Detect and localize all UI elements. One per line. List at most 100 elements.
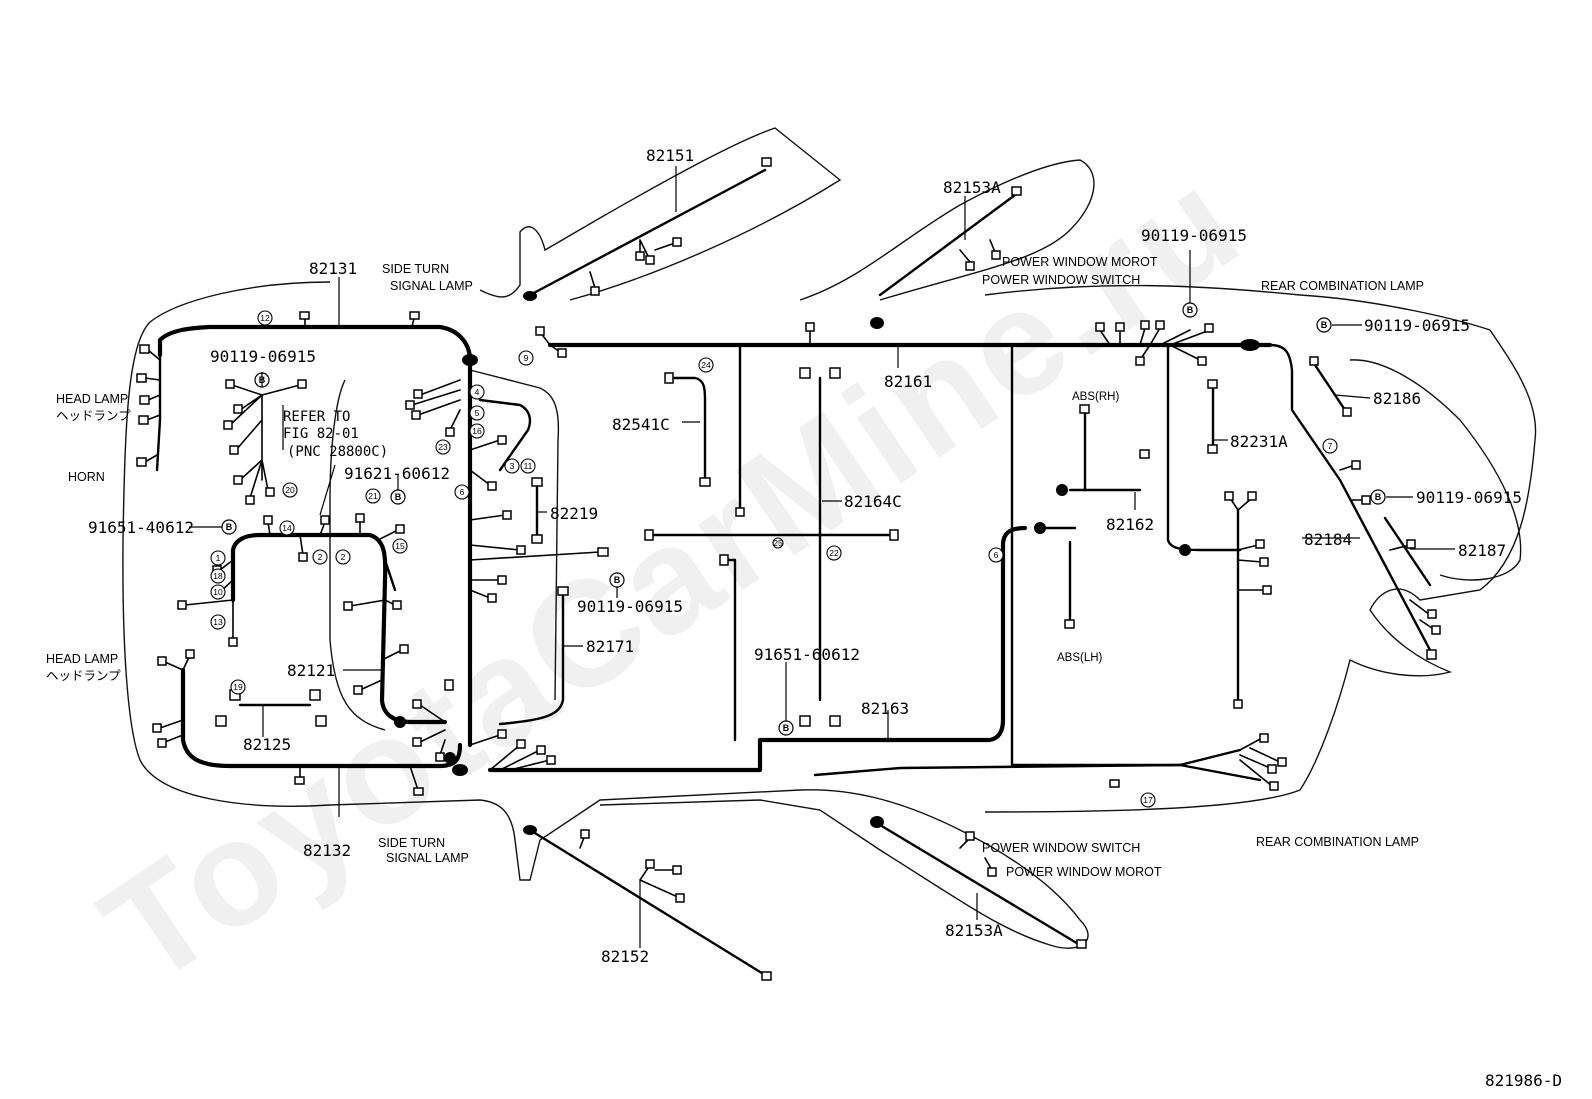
bolt-marker: B [390, 489, 406, 505]
vehicle-body-outline [122, 127, 1537, 949]
callout-17: 17 [1140, 792, 1156, 808]
callout-5: 5 [469, 405, 485, 421]
callout-18: 18 [210, 568, 226, 584]
part-82541c: 82541C [612, 415, 670, 434]
svg-text:SIGNAL LAMP: SIGNAL LAMP [390, 279, 473, 293]
svg-text:B: B [1321, 320, 1328, 330]
svg-text:21: 21 [368, 491, 378, 501]
part-82186: 82186 [1373, 389, 1421, 408]
svg-text:REFER TO: REFER TO [283, 409, 350, 425]
svg-text:22: 22 [829, 548, 839, 558]
callout-6b: 6 [988, 547, 1004, 563]
svg-text:ABS(LH): ABS(LH) [1057, 652, 1103, 664]
part-82187: 82187 [1458, 541, 1506, 560]
svg-text:5: 5 [475, 408, 480, 418]
part-82152: 82152 [601, 947, 649, 966]
callout-4: 4 [469, 384, 485, 400]
svg-text:POWER WINDOW SWITCH: POWER WINDOW SWITCH [982, 273, 1140, 287]
callout-7: 7 [1322, 438, 1338, 454]
svg-text:13: 13 [213, 617, 223, 627]
grommets [394, 291, 1260, 835]
connectors [136, 157, 1441, 981]
part-82231a: 82231A [1230, 432, 1288, 451]
part-82153a-bottom: 82153A [945, 921, 1003, 940]
svg-text:HEAD LAMP: HEAD LAMP [56, 392, 128, 406]
svg-text:14: 14 [282, 523, 292, 533]
svg-text:25: 25 [773, 538, 783, 548]
callout-10: 10 [210, 584, 226, 600]
svg-text:B: B [1187, 305, 1194, 315]
bolt-90119-b: 90119-06915 [577, 597, 683, 616]
part-number-labels: 82151 82153A 82131 82161 82541C 82164C 8… [88, 146, 1562, 1090]
svg-text:(PNC 28800C): (PNC 28800C) [287, 444, 388, 460]
bolt-marker: B [1182, 302, 1198, 318]
svg-text:4: 4 [475, 387, 480, 397]
bolt-90119-c: 90119-06915 [1141, 226, 1247, 245]
callout-24: 24 [698, 357, 714, 373]
svg-text:REAR COMBINATION LAMP: REAR COMBINATION LAMP [1256, 835, 1419, 849]
part-82164c: 82164C [844, 492, 902, 511]
svg-text:B: B [226, 522, 233, 532]
svg-text:SIGNAL LAMP: SIGNAL LAMP [386, 851, 469, 865]
svg-text:18: 18 [213, 571, 223, 581]
callout-15: 15 [392, 538, 408, 554]
bolt-marker: B [221, 519, 237, 535]
bolt-marker: B [1370, 489, 1386, 505]
part-82161: 82161 [884, 372, 932, 391]
callout-19: 19 [230, 679, 246, 695]
callout-12: 12 [257, 310, 273, 326]
svg-text:ヘッドランプ: ヘッドランプ [56, 409, 131, 423]
svg-text:9: 9 [524, 353, 529, 363]
svg-text:B: B [614, 575, 621, 585]
callout-16: 16 [469, 423, 485, 439]
part-82132: 82132 [303, 841, 351, 860]
bolt-marker: B [609, 572, 625, 588]
callout-2b: 2 [335, 549, 351, 565]
svg-text:REAR COMBINATION LAMP: REAR COMBINATION LAMP [1261, 279, 1424, 293]
part-82131: 82131 [309, 259, 357, 278]
svg-text:HEAD LAMP: HEAD LAMP [46, 652, 118, 666]
svg-text:24: 24 [701, 360, 711, 370]
part-82151: 82151 [646, 146, 694, 165]
part-82171: 82171 [586, 637, 634, 656]
svg-text:10: 10 [213, 587, 223, 597]
svg-text:20: 20 [285, 485, 295, 495]
component-labels: SIDE TURN SIGNAL LAMP SIDE TURN SIGNAL L… [46, 255, 1424, 879]
svg-text:HORN: HORN [68, 470, 105, 484]
part-82219: 82219 [550, 504, 598, 523]
callout-2a: 2 [312, 549, 328, 565]
svg-text:1: 1 [216, 553, 221, 563]
harness-lines [155, 168, 1432, 977]
part-82163: 82163 [861, 699, 909, 718]
svg-text:19: 19 [233, 682, 243, 692]
svg-text:12: 12 [260, 313, 270, 323]
callout-9: 9 [518, 350, 534, 366]
part-82184: 82184 [1304, 530, 1352, 549]
part-82153a-top: 82153A [943, 178, 1001, 197]
harness-branches [144, 239, 1436, 899]
svg-text:FIG 82-01: FIG 82-01 [283, 426, 359, 442]
part-82162: 82162 [1106, 515, 1154, 534]
bolt-marker: B [778, 720, 794, 736]
callout-11: 11 [520, 458, 536, 474]
callout-13: 13 [210, 614, 226, 630]
callout-1: 1 [210, 550, 226, 566]
svg-text:POWER WINDOW MOROT: POWER WINDOW MOROT [1006, 865, 1162, 879]
svg-text:B: B [395, 492, 402, 502]
svg-text:2: 2 [318, 552, 323, 562]
callout-3: 3 [504, 458, 520, 474]
callout-23: 23 [435, 439, 451, 455]
part-82125: 82125 [243, 735, 291, 754]
bolt-marker: B [1316, 317, 1332, 333]
svg-text:B: B [1375, 492, 1382, 502]
svg-text:ヘッドランプ: ヘッドランプ [46, 669, 121, 683]
svg-text:11: 11 [524, 461, 533, 471]
leader-lines [189, 166, 1455, 948]
svg-text:7: 7 [1328, 441, 1333, 451]
svg-text:16: 16 [472, 426, 482, 436]
callout-20: 20 [282, 482, 298, 498]
bolt-91651-b: 91651-60612 [754, 645, 860, 664]
drawing-code: 821986-D [1485, 1071, 1562, 1090]
numbered-callouts: 12 20 1 18 10 13 14 2 2 21 15 19 4 5 16 … [210, 310, 1338, 808]
